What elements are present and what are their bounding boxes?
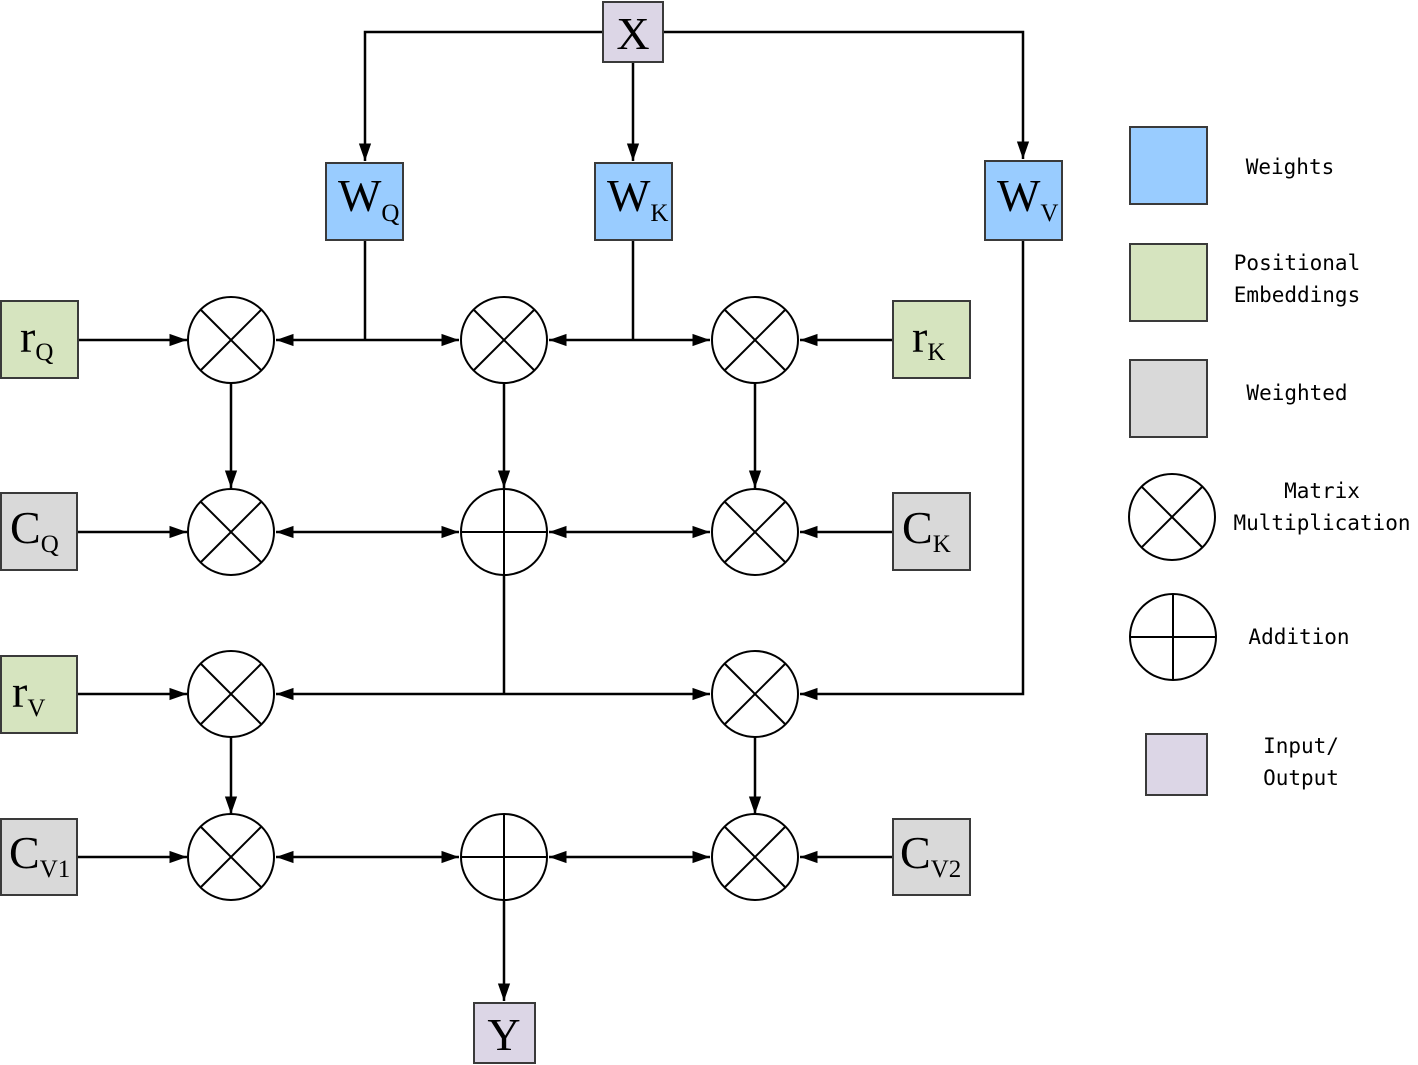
node-wq-label: W [338, 170, 382, 221]
svg-text:CV2: CV2 [900, 827, 961, 883]
legend-weighted: Weighted [1129, 359, 1348, 438]
node-rq-subscript: Q [35, 339, 53, 366]
node-rk-label: r [912, 311, 927, 362]
legend-matmul-icon [1128, 473, 1216, 561]
svg-text:rV: rV [12, 666, 45, 722]
node-cv2-box [892, 818, 971, 896]
legend-positional-label-1: Positional [1234, 251, 1360, 275]
node-cq-label: C [10, 502, 41, 553]
node-x-label: X [616, 8, 649, 59]
node-wq-box [325, 162, 404, 241]
matmul-op-9 [711, 813, 799, 901]
legend: Weights Positional Embeddings Weighted M… [1128, 126, 1411, 796]
node-rv-box [0, 655, 78, 734]
legend-positional-swatch [1129, 243, 1208, 322]
node-y-label: Y [487, 1009, 520, 1060]
node-ck: CK [892, 492, 971, 571]
legend-weighted-label: Weighted [1246, 381, 1347, 405]
node-rk-subscript: K [927, 339, 945, 366]
wire-x-wq [358, 30, 603, 161]
node-rk-box [892, 300, 971, 379]
node-rk: rK [892, 300, 971, 379]
node-y-box [473, 1002, 536, 1064]
svg-text:rK: rK [912, 311, 945, 366]
node-rv-subscript: V [27, 695, 45, 722]
svg-text:CQ: CQ [10, 502, 59, 558]
legend-weights-label: Weights [1246, 155, 1335, 179]
operators [187, 296, 799, 901]
svg-text:CV1: CV1 [9, 827, 70, 883]
node-wv-subscript: V [1040, 200, 1058, 227]
node-cv1-label: C [9, 827, 40, 878]
node-wv-label: W [997, 170, 1041, 221]
matmul-op-4 [187, 488, 275, 576]
node-ck-label: C [902, 502, 933, 553]
node-cv1: CV1 [0, 818, 78, 896]
node-cq: CQ [0, 492, 78, 571]
node-wq-subscript: Q [381, 200, 399, 227]
matmul-op-6 [187, 650, 275, 738]
svg-text:rQ: rQ [20, 311, 53, 366]
node-y: Y [473, 1002, 536, 1064]
legend-io-swatch [1145, 733, 1208, 796]
svg-text:WQ: WQ [338, 170, 399, 227]
legend-addition: Addition [1129, 593, 1350, 681]
node-cv1-box [0, 818, 78, 896]
node-ck-box [892, 492, 971, 571]
nodes: X WQ WK WV rQ rK CQ [0, 1, 1063, 1064]
matmul-op-5 [711, 488, 799, 576]
connections [78, 30, 1030, 1001]
legend-addition-icon [1129, 593, 1217, 681]
node-wk-box [594, 162, 673, 241]
legend-io-label-2: Output [1263, 766, 1339, 790]
node-rq: rQ [0, 300, 79, 379]
addition-op-2 [460, 813, 548, 901]
node-cq-box [0, 492, 78, 571]
wire-wv-m7 [800, 240, 1025, 701]
node-cv2-label: C [900, 827, 931, 878]
legend-matmul: Matrix Multiplication [1128, 473, 1411, 561]
svg-text:WK: WK [607, 170, 668, 227]
node-wq: WQ [325, 162, 404, 241]
node-cv2: CV2 [892, 818, 971, 896]
node-wv: WV [984, 160, 1063, 241]
svg-text:WV: WV [997, 170, 1058, 227]
legend-weights-swatch [1129, 126, 1208, 205]
addition-op-1 [460, 488, 548, 576]
matmul-op-3 [711, 296, 799, 384]
node-ck-subscript: K [933, 531, 951, 558]
legend-addition-label: Addition [1248, 625, 1349, 649]
legend-weights: Weights [1129, 126, 1335, 205]
node-x-box [602, 1, 664, 63]
matmul-op-1 [187, 296, 275, 384]
legend-positional: Positional Embeddings [1129, 243, 1360, 322]
node-rq-box [0, 300, 79, 379]
legend-io-label-1: Input/ [1263, 734, 1339, 758]
legend-weighted-swatch [1129, 359, 1208, 438]
node-rq-label: r [20, 311, 35, 362]
wire-x-wv [663, 30, 1030, 159]
legend-io: Input/ Output [1145, 733, 1339, 796]
node-wk-subscript: K [650, 200, 668, 227]
node-cv2-subscript: V2 [931, 856, 962, 883]
matmul-op-2 [460, 296, 548, 384]
matmul-op-7 [711, 650, 799, 738]
node-cv1-subscript: V1 [40, 856, 71, 883]
legend-matmul-label-1: Matrix [1284, 479, 1360, 503]
node-cq-subscript: Q [41, 531, 59, 558]
node-wk: WK [594, 162, 673, 241]
legend-matmul-label-2: Multiplication [1233, 511, 1410, 535]
node-wk-label: W [607, 170, 651, 221]
node-wv-box [984, 160, 1063, 241]
legend-positional-label-2: Embeddings [1234, 283, 1360, 307]
svg-text:CK: CK [902, 502, 951, 558]
node-rv: rV [0, 655, 78, 734]
node-rv-label: r [12, 666, 27, 717]
node-x: X [602, 1, 664, 63]
matmul-op-8 [187, 813, 275, 901]
